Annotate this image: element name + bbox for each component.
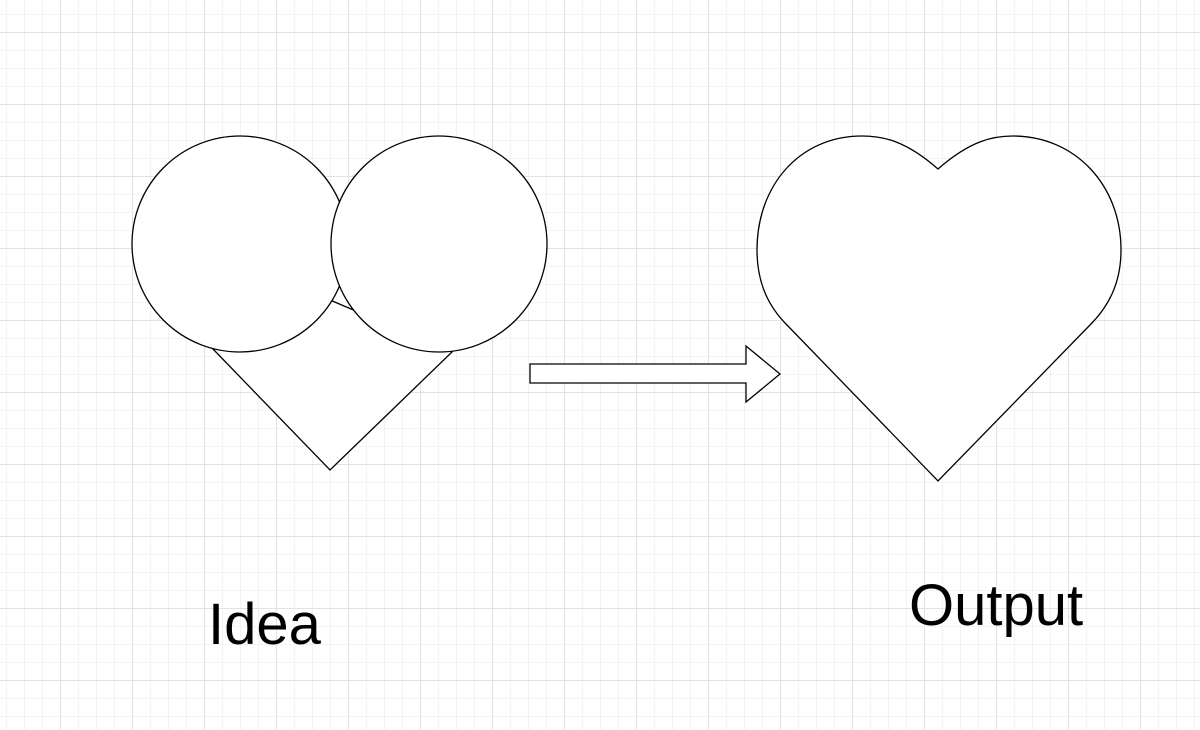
output-heart[interactable]: [756, 135, 1122, 482]
idea-left-circle[interactable]: [131, 135, 349, 353]
idea-shape[interactable]: [131, 135, 548, 471]
block-arrow-right[interactable]: [529, 344, 782, 404]
idea-right-circle[interactable]: [330, 135, 548, 353]
output-label: Output: [909, 573, 1084, 638]
idea-label: Idea: [208, 592, 321, 657]
